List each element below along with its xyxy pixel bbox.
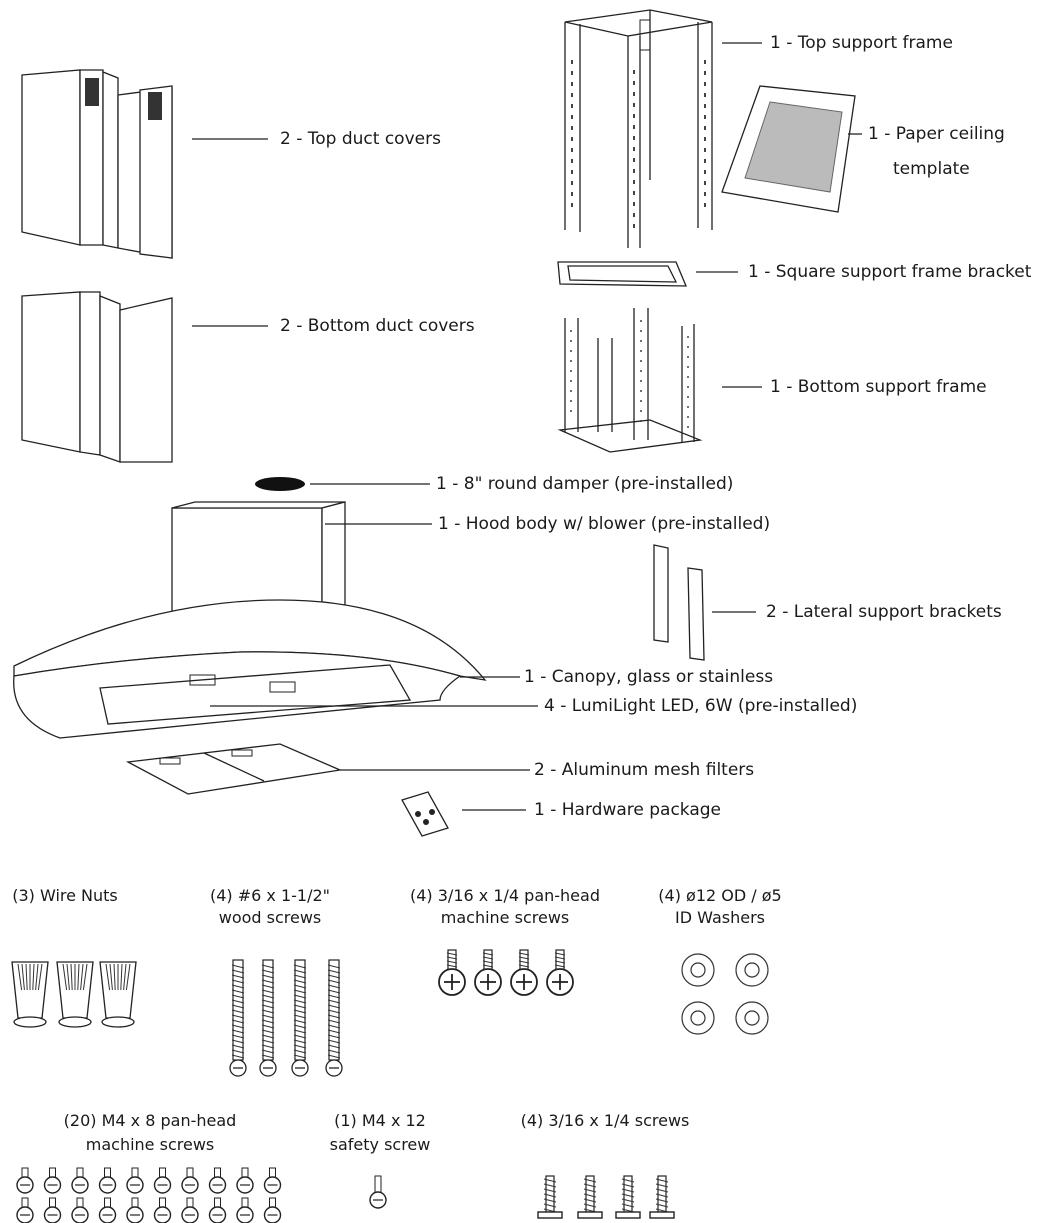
m4x8-screw-6 [153, 1167, 172, 1194]
wood-screw-1 [229, 959, 247, 1077]
caption-pan-head-1: (4) 3/16 x 1/4 pan-head [410, 886, 600, 905]
wood-screws-drawing [229, 959, 343, 1077]
caption-short-screws: (4) 3/16 x 1/4 screws [520, 1111, 690, 1130]
pan-head-screw-2 [474, 949, 502, 996]
pan-head-screw-1 [438, 949, 466, 996]
wire-nuts-drawing [11, 961, 137, 1028]
m4x8-screw-5 [126, 1167, 144, 1194]
m4x8-screw-13 [71, 1197, 89, 1223]
m4x8-screw-10 [263, 1167, 282, 1194]
label-led: 4 - LumiLight LED, 6W (pre-installed) [544, 696, 858, 716]
label-top-duct-covers: 2 - Top duct covers [280, 129, 441, 149]
top-support-frame-drawing [564, 9, 762, 248]
m4x8-screw-2 [43, 1167, 62, 1194]
m4x12-safety-screw [369, 1175, 387, 1209]
short-screw-2 [577, 1175, 603, 1219]
washer-4 [735, 1001, 769, 1035]
m4x8-screw-8 [208, 1167, 227, 1194]
short-screw-3 [615, 1175, 641, 1219]
m4x8-screw-20 [263, 1197, 282, 1223]
square-bracket-drawing [557, 261, 738, 287]
m4x8-screw-3 [71, 1167, 89, 1194]
caption-pan-head-2: machine screws [440, 908, 570, 927]
m4x8-screw-17 [181, 1197, 199, 1223]
m4x8-screws-drawing [16, 1167, 282, 1223]
label-filters: 2 - Aluminum mesh filters [534, 760, 755, 780]
paper-template-drawing [721, 85, 862, 213]
caption-m4x8-1: (20) M4 x 8 pan-head [63, 1111, 237, 1130]
label-hardware-package: 1 - Hardware package [534, 800, 722, 820]
round-damper-drawing [255, 477, 430, 491]
bottom-support-frame-drawing [557, 308, 762, 453]
bottom-duct-covers-drawing [21, 291, 268, 463]
washer-3 [681, 1001, 715, 1035]
hood-canopy-drawing [13, 501, 538, 739]
label-lateral-brackets: 2 - Lateral support brackets [766, 602, 1002, 622]
m4x8-screw-11 [16, 1197, 34, 1223]
label-hood-body: 1 - Hood body w/ blower (pre-installed) [438, 514, 771, 534]
top-duct-covers-drawing [21, 69, 268, 259]
label-paper-template-1: 1 - Paper ceiling [868, 124, 1005, 144]
filters-drawing [125, 743, 530, 795]
label-round-damper: 1 - 8" round damper (pre-installed) [436, 474, 734, 494]
pan-head-screws-drawing [438, 949, 574, 996]
m4x8-screw-19 [236, 1197, 254, 1223]
wire-nut-2 [56, 961, 94, 1028]
wood-screw-4 [325, 959, 343, 1077]
pan-head-screw-3 [510, 949, 538, 996]
m4x8-screw-4 [98, 1167, 117, 1194]
m4x8-screw-18 [208, 1197, 227, 1223]
label-canopy: 1 - Canopy, glass or stainless [524, 667, 774, 687]
washers-drawing [681, 953, 769, 1035]
m4x8-screw-15 [126, 1197, 144, 1223]
wire-nut-3 [99, 961, 137, 1028]
label-paper-template-2: template [893, 159, 970, 179]
short-screw-1 [537, 1175, 563, 1219]
hardware-package-drawing [401, 791, 526, 837]
m4x8-screw-1 [16, 1167, 34, 1194]
m4x8-screw-9 [236, 1167, 254, 1194]
m4x8-screw-16 [153, 1197, 172, 1223]
pan-head-screw-4 [546, 949, 574, 996]
washer-2 [735, 953, 769, 987]
caption-washers-2: ID Washers [675, 908, 765, 927]
caption-washers-1: (4) ø12 OD / ø5 [658, 886, 782, 905]
short-screw-4 [649, 1175, 675, 1219]
label-bottom-duct-covers: 2 - Bottom duct covers [280, 316, 475, 336]
wood-screw-2 [259, 959, 277, 1077]
short-screws-drawing [537, 1175, 675, 1219]
caption-wood-screws-2: wood screws [218, 908, 322, 927]
caption-wire-nuts: (3) Wire Nuts [12, 886, 118, 905]
lateral-brackets-drawing [653, 544, 756, 661]
m4x8-screw-14 [98, 1197, 117, 1223]
wood-screw-3 [291, 959, 309, 1077]
label-square-bracket: 1 - Square support frame bracket [748, 262, 1032, 282]
caption-m4x12-1: (1) M4 x 12 [334, 1111, 426, 1130]
washer-1 [681, 953, 715, 987]
m4x8-screw-7 [181, 1167, 199, 1194]
safety-screw-drawing [369, 1175, 387, 1209]
m4x8-screw-12 [43, 1197, 62, 1223]
wire-nut-1 [11, 961, 49, 1028]
caption-wood-screws-1: (4) #6 x 1-1/2" [209, 886, 331, 905]
caption-m4x8-2: machine screws [85, 1135, 215, 1154]
label-bottom-support-frame: 1 - Bottom support frame [770, 377, 987, 397]
caption-m4x12-2: safety screw [329, 1135, 431, 1154]
label-top-support-frame: 1 - Top support frame [770, 33, 953, 53]
